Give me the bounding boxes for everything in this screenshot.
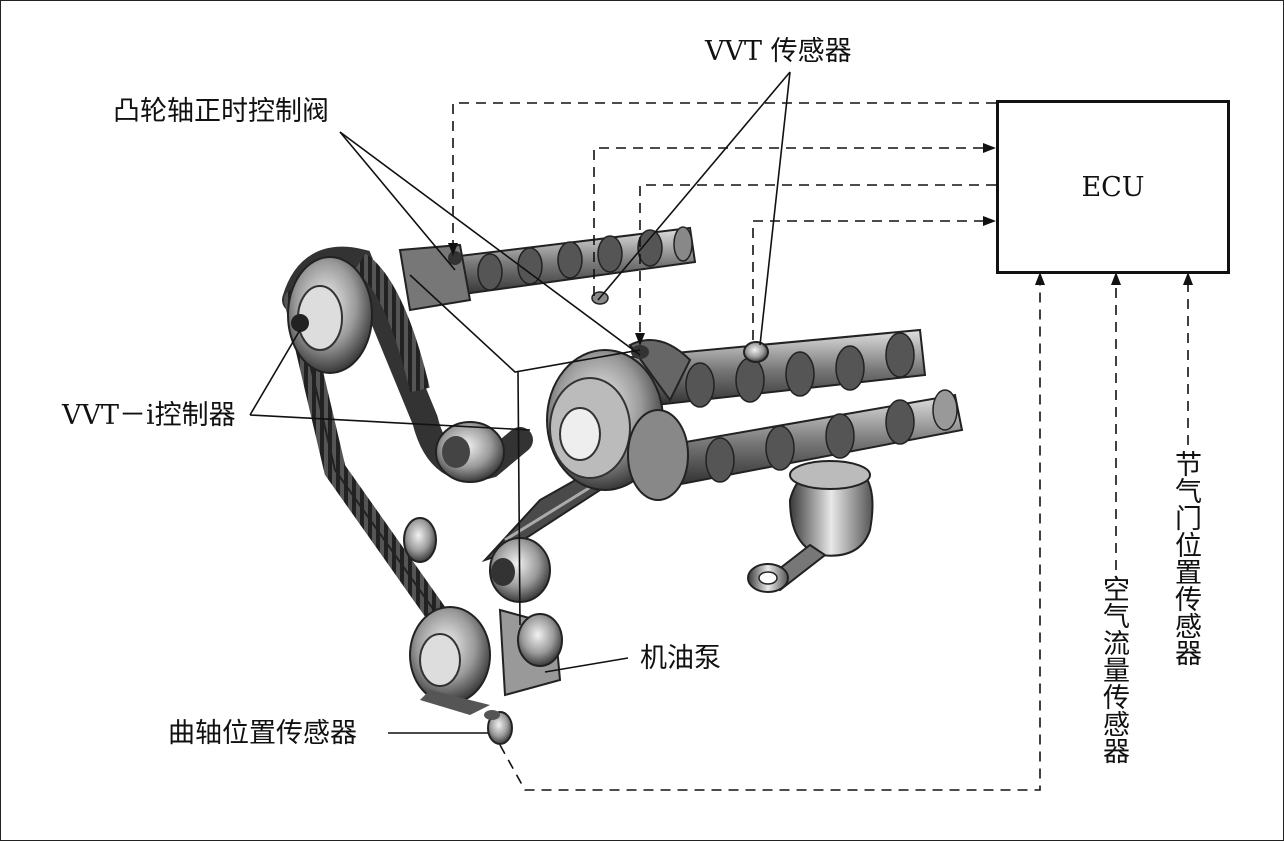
- upper-cam-pulley: [287, 256, 373, 374]
- piston: [747, 460, 874, 593]
- leader-lines: [249, 71, 791, 734]
- camshaft-timing-valve-label: 凸轮轴正时控制阀: [113, 96, 329, 127]
- upper-camshaft: [398, 226, 697, 312]
- airflow-sensor-label: 空气流量传感器: [1098, 575, 1129, 764]
- crank-sensor-label: 曲轴位置传感器: [168, 718, 357, 749]
- crank-pulley: [409, 606, 563, 715]
- oil-pump-label: 机油泵: [640, 643, 721, 674]
- vvt-sensor-part: [591, 291, 769, 363]
- ecu-box: ECU: [996, 100, 1230, 274]
- lower-camshafts: [598, 328, 964, 492]
- crank-sensor-part: [484, 710, 513, 745]
- signal-lines: [452, 102, 1189, 791]
- vvti-pulley: [546, 349, 689, 501]
- throttle-sensor-label: 节气门位置传感器: [1170, 450, 1201, 666]
- ecu-label: ECU: [1081, 171, 1145, 203]
- vvt-sensor-label: VVT 传感器: [705, 36, 852, 67]
- vvti-controller-label: VVT－i控制器: [62, 400, 236, 431]
- arrowheads: [448, 143, 1193, 346]
